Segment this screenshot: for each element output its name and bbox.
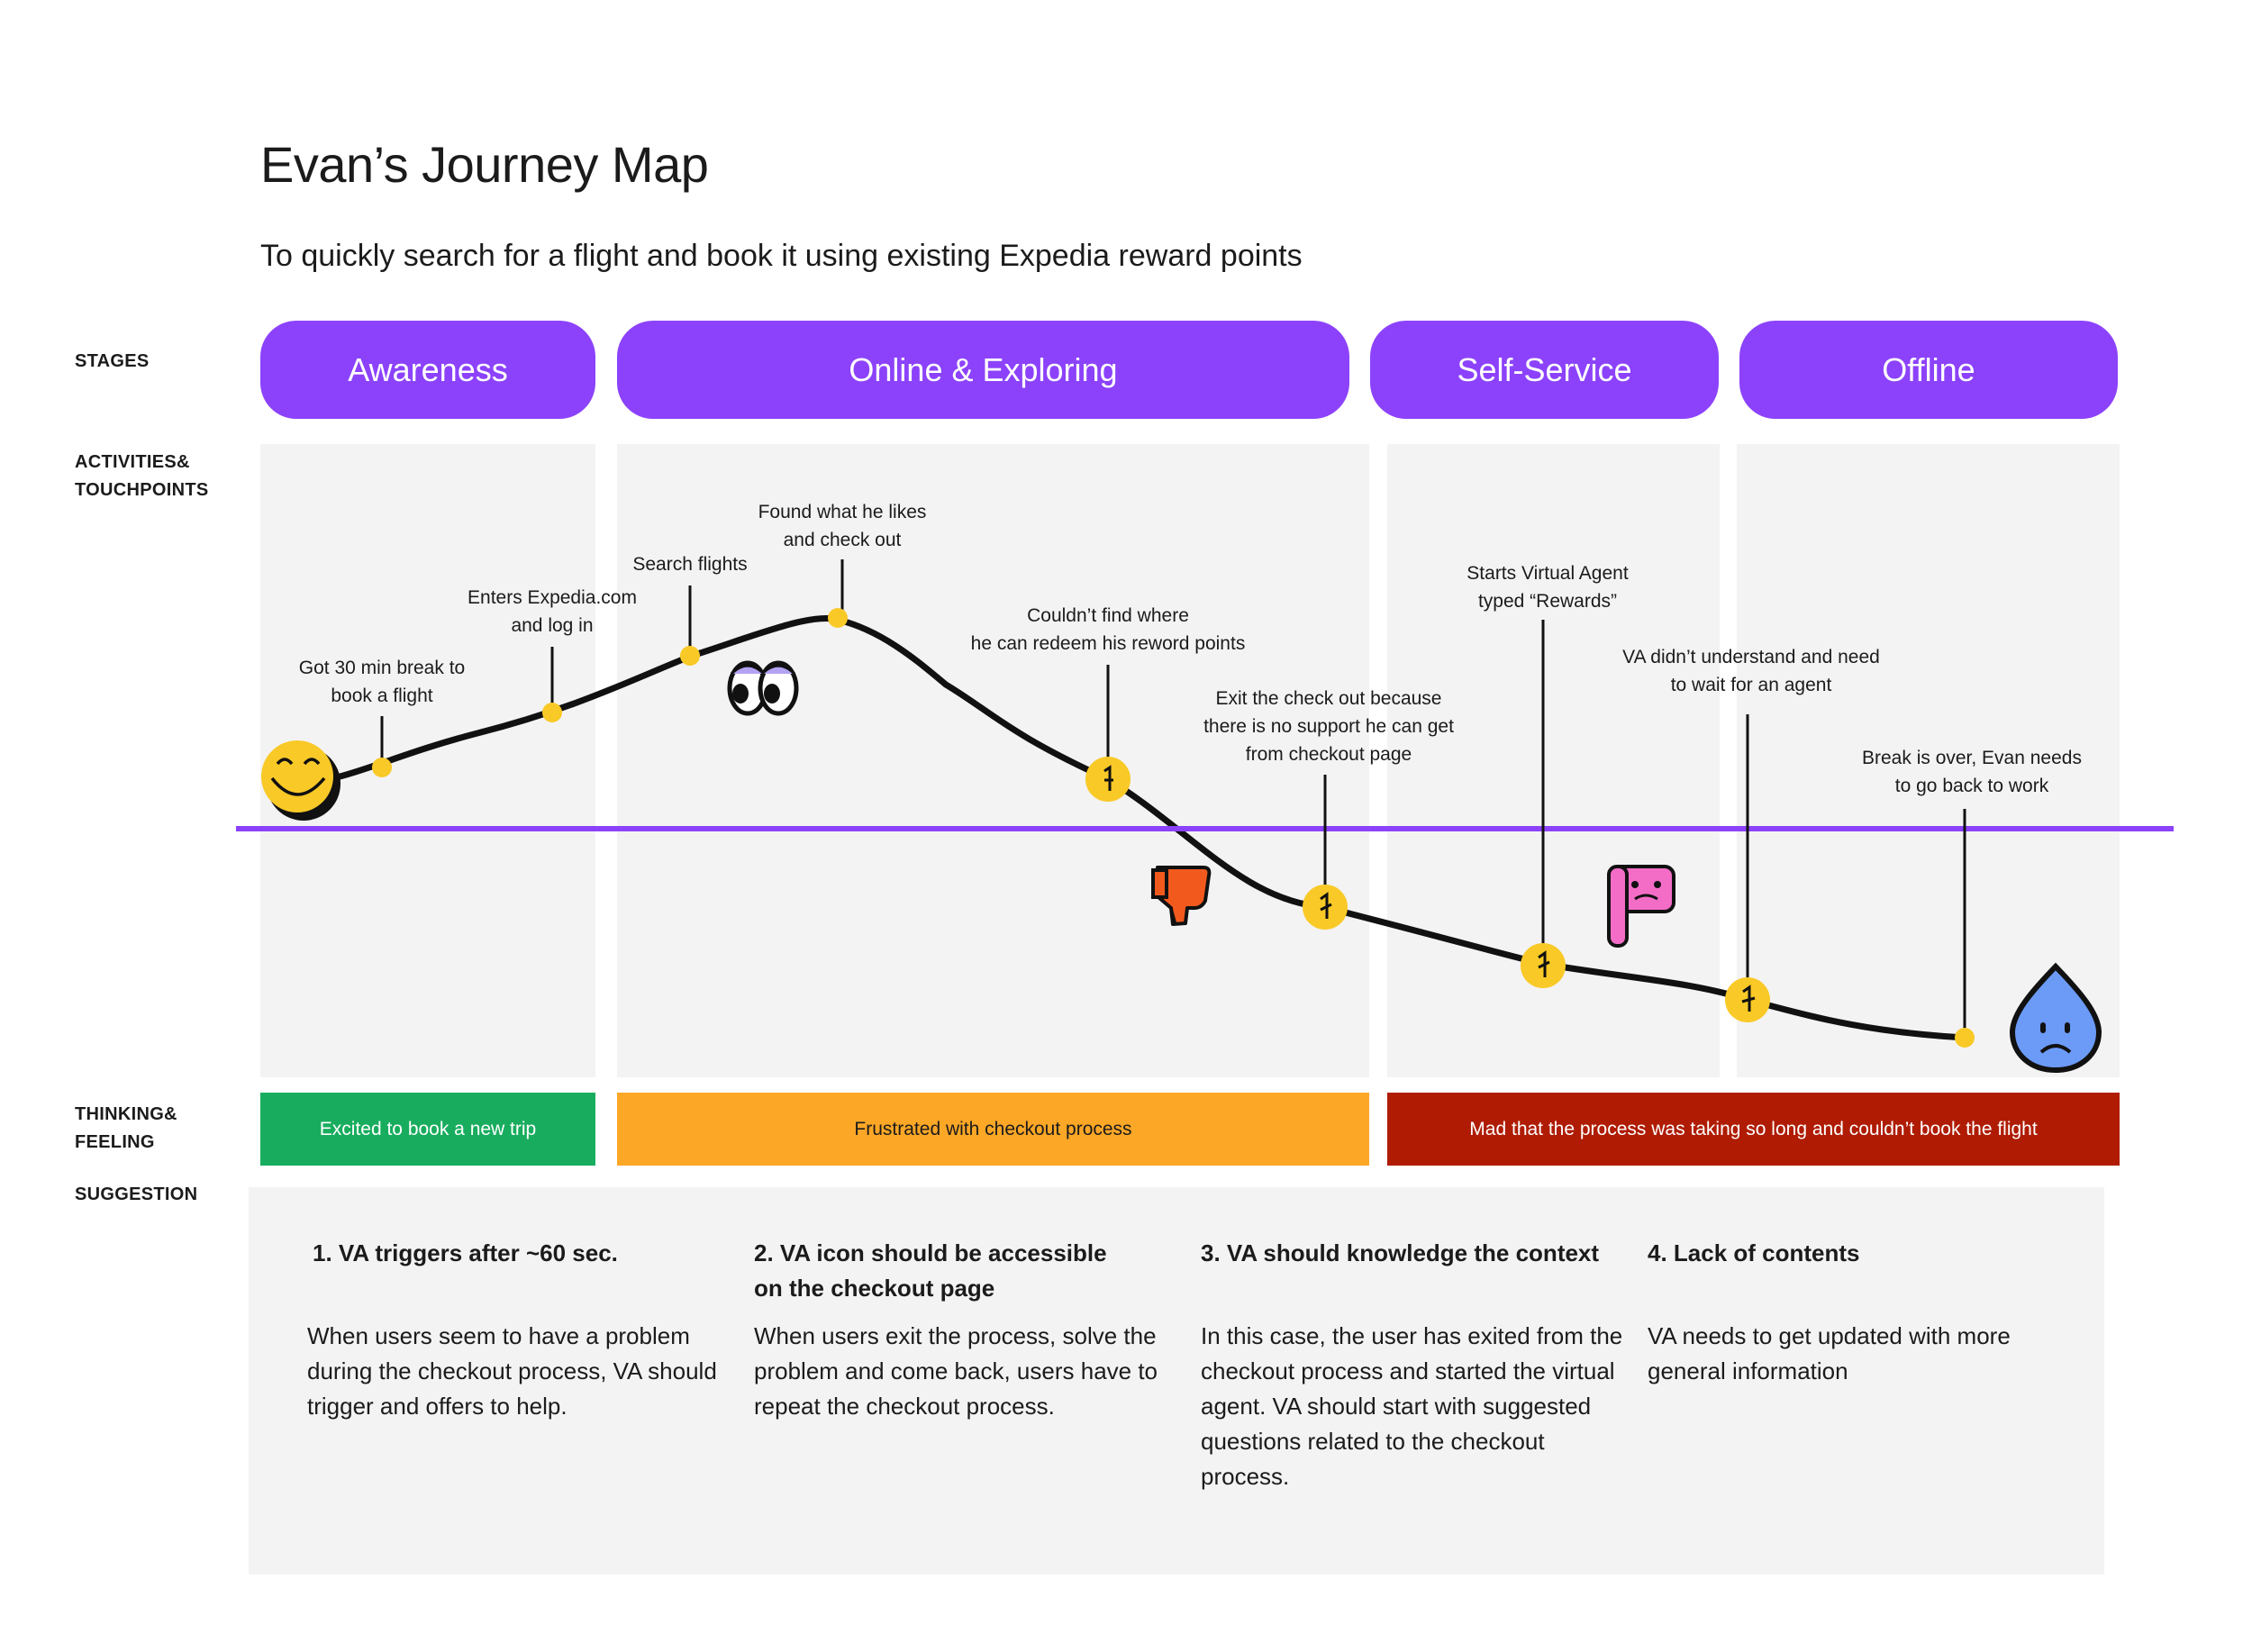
suggestion-body: VA needs to get updated with more genera… [1648, 1322, 2011, 1384]
suggestion-item: 3. VA should knowledge the context In th… [1201, 1236, 1624, 1490]
suggestion-panel [249, 1187, 2104, 1575]
row-label-stages: STAGES [75, 351, 150, 371]
row-label-line: THINKING& [75, 1104, 177, 1124]
row-label-line: FEELING [75, 1132, 155, 1152]
feeling-label: Excited to book a new trip [319, 1118, 537, 1139]
suggestion-item: 2. VA icon should be accessible on the c… [754, 1236, 1177, 1420]
stage-label: Online & Exploring [849, 350, 1118, 388]
suggestion-title: 4. Lack of contents [1648, 1239, 1860, 1266]
touchpoint-marker [372, 758, 392, 777]
stage-awareness: Awareness [260, 321, 595, 419]
suggestion-title: 2. VA icon should be accessible on the c… [754, 1239, 1107, 1302]
suggestion-item: 4. Lack of contents VA needs to get upda… [1648, 1236, 2071, 1384]
touchpoint-marker [542, 703, 562, 722]
suggestion-title: 3. VA should knowledge the context [1201, 1239, 1600, 1266]
suggestion-body: When users seem to have a problem during… [307, 1322, 717, 1420]
feeling-frustrated: Frustrated with checkout process [617, 1093, 1369, 1166]
touchpoint-marker [828, 608, 848, 628]
stage-label: Awareness [348, 350, 508, 388]
pain-point-marker [1085, 757, 1131, 802]
row-label-activities: ACTIVITIES& TOUCHPOINTS [75, 449, 209, 504]
stage-label: Self-Service [1457, 350, 1632, 388]
feeling-label: Frustrated with checkout process [854, 1118, 1132, 1139]
row-label-line: ACTIVITIES& [75, 452, 190, 472]
suggestion-title: 1. VA triggers after ~60 sec. [313, 1239, 618, 1266]
flag-face-icon [1607, 865, 1675, 948]
thumbs-down-icon [1151, 866, 1212, 926]
eyes-icon [727, 660, 799, 716]
touchpoint-marker [1955, 1028, 1975, 1048]
suggestion-body: When users exit the process, solve the p… [754, 1322, 1158, 1420]
pain-point-marker [1521, 943, 1566, 988]
touchpoint-label: Search flights [632, 554, 747, 575]
activity-panel-online-exploring [617, 444, 1369, 1077]
stage-offline: Offline [1739, 321, 2118, 419]
emotion-curve [294, 614, 1968, 1041]
sad-drop-icon [2009, 962, 2102, 1074]
pain-point-marker [1303, 885, 1348, 930]
feeling-excited: Excited to book a new trip [260, 1093, 595, 1166]
page-title: Evan’s Journey Map [260, 136, 709, 193]
pain-point-marker [1725, 977, 1770, 1022]
stage-label: Offline [1882, 350, 1975, 388]
feeling-mad: Mad that the process was taking so long … [1387, 1093, 2120, 1166]
suggestion-item: 1. VA triggers after ~60 sec. When users… [307, 1236, 731, 1420]
page-subtitle: To quickly search for a flight and book … [260, 239, 1303, 273]
smiley-icon [261, 740, 341, 821]
stage-self-service: Self-Service [1370, 321, 1719, 419]
row-label-line: TOUCHPOINTS [75, 480, 209, 500]
row-label-thinking: THINKING& FEELING [75, 1101, 177, 1157]
touchpoint-marker [680, 646, 700, 666]
suggestion-body: In this case, the user has exited from t… [1201, 1322, 1623, 1490]
stage-online-exploring: Online & Exploring [617, 321, 1349, 419]
feeling-label: Mad that the process was taking so long … [1469, 1118, 2038, 1139]
row-label-suggestion: SUGGESTION [75, 1185, 198, 1204]
